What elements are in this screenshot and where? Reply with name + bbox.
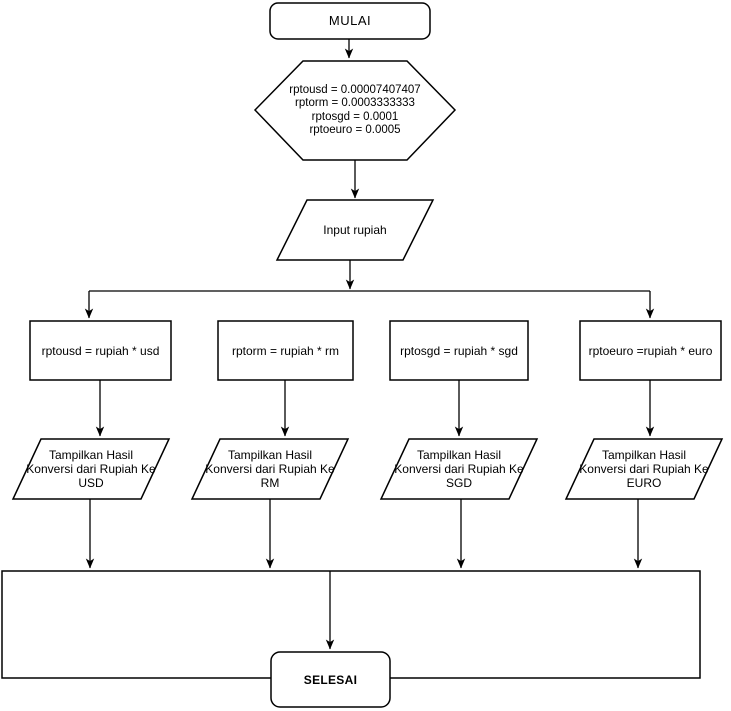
input-parallelogram-node[interactable] [275,199,435,261]
process-usd-node[interactable] [29,320,172,381]
output-sgd-node[interactable] [379,438,539,500]
start-node[interactable] [269,2,431,40]
rates-hexagon-node[interactable] [253,60,457,161]
process-euro-node[interactable] [579,320,722,381]
output-usd-node[interactable] [11,438,171,500]
process-sgd-node[interactable] [389,320,529,381]
process-rm-node[interactable] [217,320,354,381]
output-euro-node[interactable] [564,438,724,500]
output-rm-node[interactable] [190,438,350,500]
end-node[interactable] [270,651,391,708]
